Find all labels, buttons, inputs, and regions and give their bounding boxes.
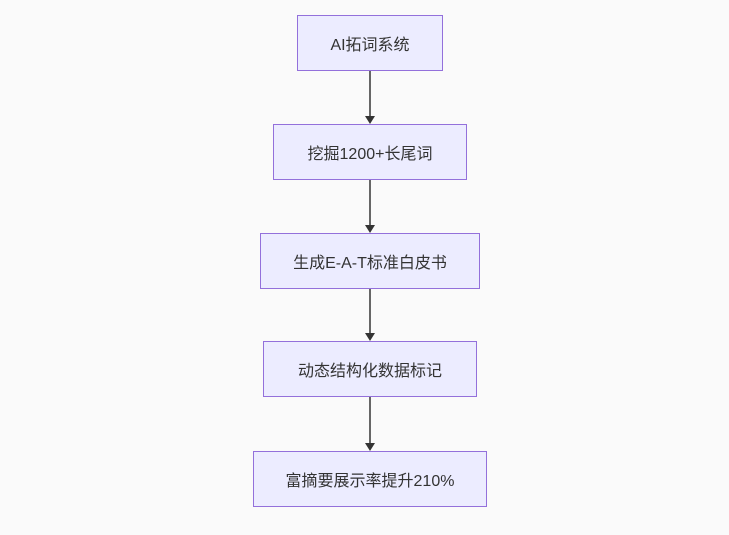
flow-arrow-2 [365,180,375,233]
arrow-line [369,289,371,333]
flow-node-longtail-mining: 挖掘1200+长尾词 [273,124,467,180]
arrow-line [369,180,371,225]
arrow-head-icon [365,225,375,233]
flow-node-label: 生成E-A-T标准白皮书 [293,255,447,272]
flow-arrow-1 [365,71,375,124]
flow-node-structured-data-markup: 动态结构化数据标记 [263,341,477,397]
flow-node-ai-keyword-system: AI拓词系统 [297,15,443,71]
flow-node-label: 挖掘1200+长尾词 [307,146,433,163]
arrow-line [369,397,371,443]
flow-node-label: 动态结构化数据标记 [297,363,442,380]
arrow-head-icon [365,116,375,124]
flow-node-eat-whitepaper: 生成E-A-T标准白皮书 [260,233,480,289]
flow-arrow-3 [365,289,375,341]
arrow-head-icon [365,443,375,451]
arrow-line [369,71,371,116]
flow-node-label: AI拓词系统 [330,37,410,54]
flow-arrow-4 [365,397,375,451]
arrow-head-icon [365,333,375,341]
flow-node-rich-snippet-result: 富摘要展示率提升210% [253,451,487,507]
flow-node-label: 富摘要展示率提升210% [285,473,455,490]
